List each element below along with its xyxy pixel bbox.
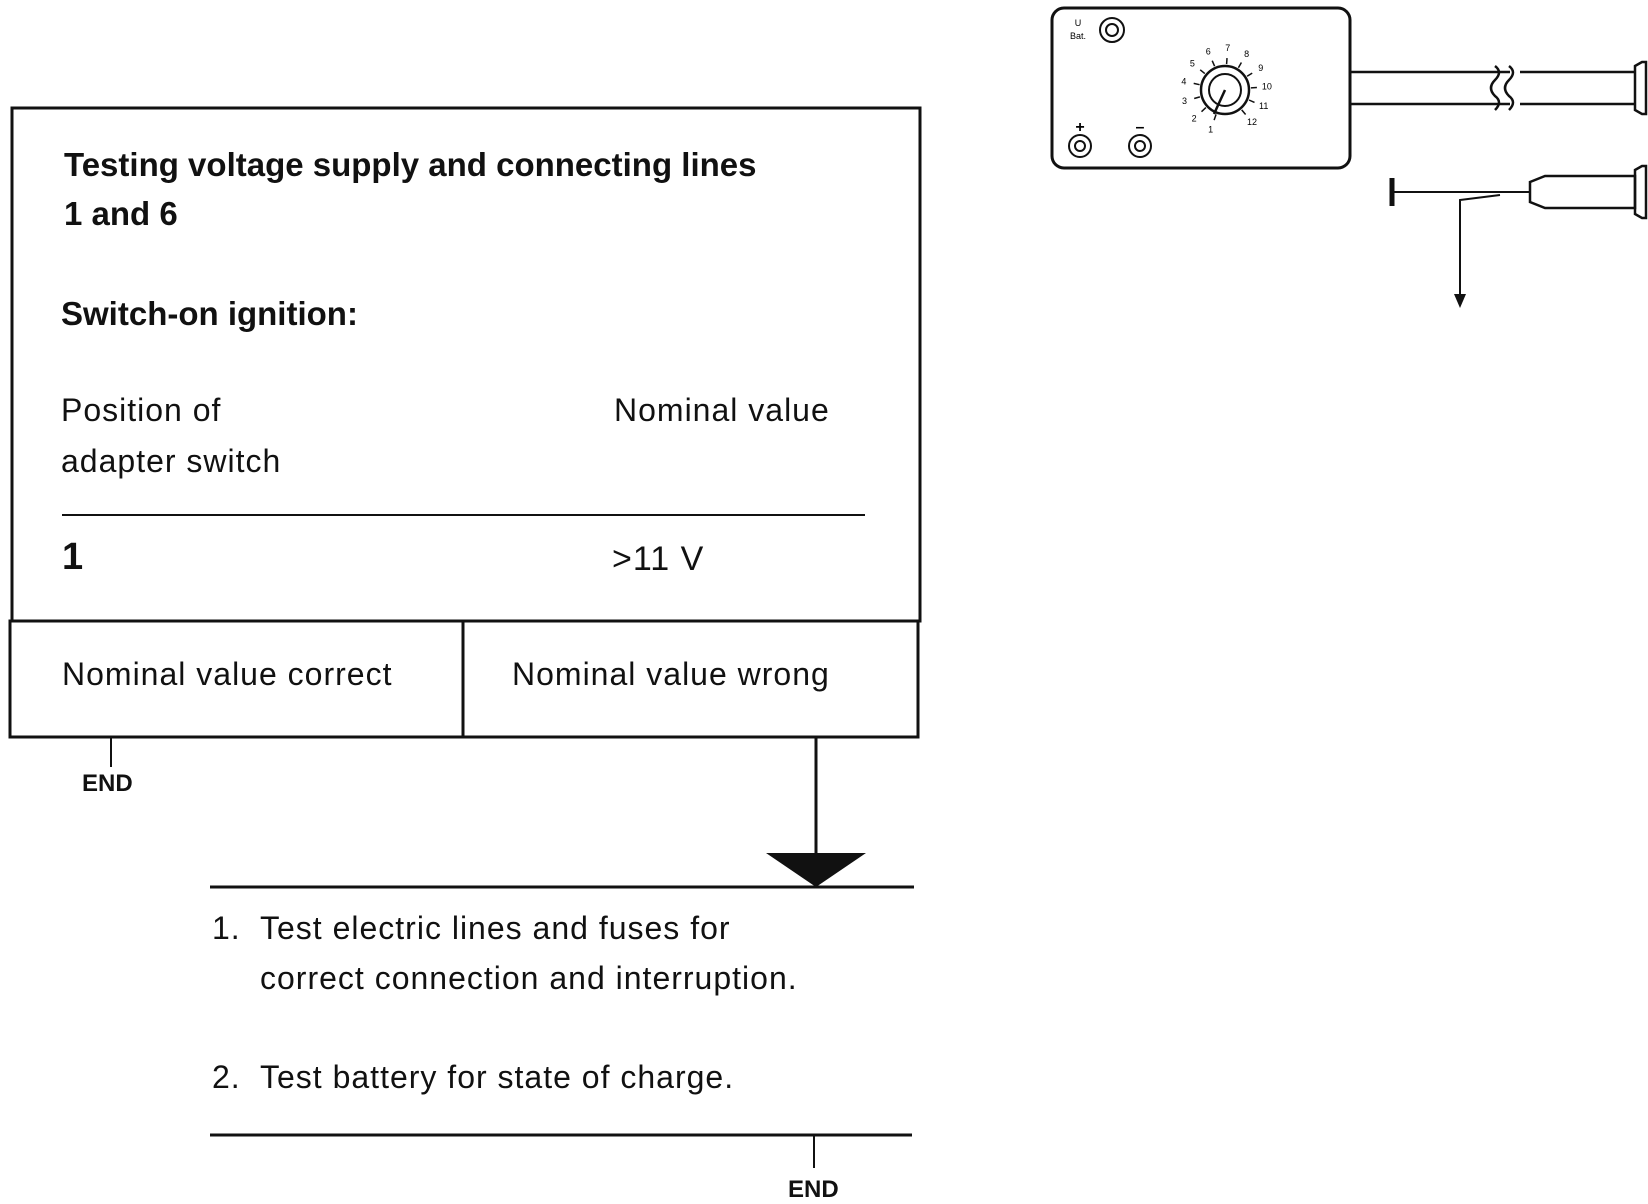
ubat-socket-inner: [1105, 23, 1119, 37]
minus-socket-inner: [1134, 140, 1146, 152]
outcome-wrong-label: Nominal value wrong: [512, 656, 830, 692]
adapter-body: [1050, 6, 1352, 170]
dial-tick: [1237, 62, 1243, 69]
dial-tick: [1213, 114, 1217, 121]
col2-header: Nominal value: [614, 392, 830, 428]
remedy-step2-number: 2.: [212, 1059, 241, 1095]
dial-number: 12: [1247, 117, 1257, 127]
dial-tick: [1248, 99, 1255, 104]
cable-break-mark-2: [1503, 65, 1515, 111]
dial-number: 5: [1190, 59, 1195, 69]
dial-number: 6: [1206, 47, 1211, 57]
dial-number: 9: [1258, 63, 1263, 73]
ubat-label-top: U: [1075, 18, 1082, 28]
dial-outer: [1199, 64, 1251, 116]
remedy-step1-line1: Test electric lines and fuses for: [260, 910, 731, 946]
dial-number: 4: [1181, 76, 1186, 86]
dial-tick: [1199, 69, 1206, 75]
col1-header-line1: Position of: [61, 392, 222, 428]
dial-tick: [1241, 109, 1247, 115]
test-title-line2: 1 and 6: [64, 195, 178, 232]
minus-socket-icon: [1128, 134, 1152, 158]
dial-number: 3: [1182, 96, 1187, 106]
dial-pointer: [1212, 89, 1227, 115]
end-label-left: END: [82, 770, 133, 797]
minus-label: –: [1136, 119, 1145, 136]
instruction-text: Switch-on ignition:: [61, 295, 358, 332]
cable-break-mark: [1489, 65, 1501, 111]
dial-number: 11: [1259, 101, 1268, 111]
dial-number: 7: [1225, 43, 1230, 53]
dial-number: 2: [1192, 114, 1197, 124]
end-label-bottom: END: [788, 1176, 839, 1203]
plus-label: +: [1075, 119, 1084, 136]
outcome-wrong-box: [461, 619, 920, 739]
remedy-step1-number: 1.: [212, 910, 241, 946]
outcome-correct-label: Nominal value correct: [62, 656, 393, 692]
connector-plug-top: [1633, 60, 1648, 116]
plus-socket-icon: [1068, 134, 1092, 158]
col1-header-line2: adapter switch: [61, 443, 282, 479]
probe-sleeve: [1528, 174, 1637, 210]
dial-number: 8: [1244, 49, 1249, 59]
dial-number: 1: [1208, 125, 1213, 135]
plus-socket-inner: [1074, 140, 1086, 152]
ubat-socket-icon: [1099, 17, 1125, 43]
position-value: 1: [62, 536, 85, 578]
dial-tick: [1200, 107, 1207, 113]
dial-number: 10: [1262, 82, 1272, 92]
dial-tick: [1246, 72, 1253, 77]
dial-tick: [1193, 82, 1200, 86]
nominal-value: >11 V: [612, 540, 705, 578]
ubat-label-bottom: Bat.: [1070, 31, 1086, 41]
remedy-step1-line2: correct connection and interruption.: [260, 960, 798, 996]
down-arrow: [766, 853, 866, 887]
ground-lead: [1459, 194, 1501, 300]
connector-plug-bottom: [1633, 164, 1648, 220]
remedy-step2-text: Test battery for state of charge.: [260, 1059, 735, 1095]
dial-tick: [1193, 96, 1201, 100]
dial-inner: [1208, 73, 1242, 107]
dial-tick: [1211, 60, 1216, 67]
test-title-line1: Testing voltage supply and connecting li…: [64, 146, 757, 183]
ground-lead-arrow: [1454, 294, 1466, 308]
